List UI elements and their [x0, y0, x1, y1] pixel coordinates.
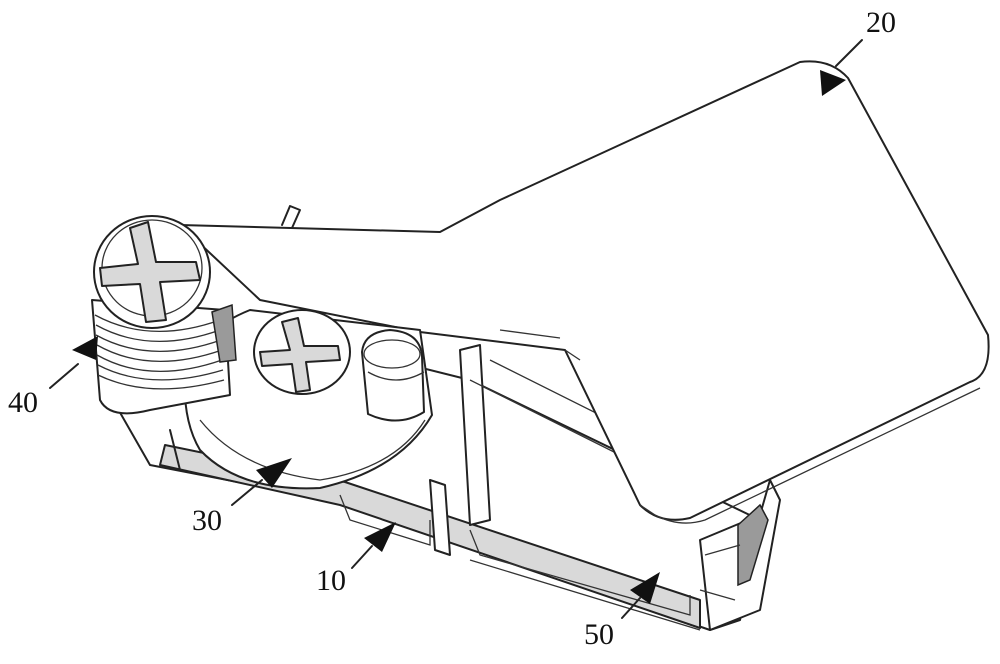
screw-head-middle — [253, 309, 351, 395]
label-20: 20 — [866, 6, 896, 39]
screw-head-left — [93, 205, 301, 329]
torsion-spring — [91, 299, 237, 415]
label-40: 40 — [8, 386, 38, 419]
label-50: 50 — [584, 618, 614, 651]
locating-pin — [361, 329, 425, 422]
label-10: 10 — [316, 564, 346, 597]
leader-arrows — [49, 39, 863, 619]
lever-plate — [179, 60, 990, 524]
label-30: 30 — [192, 504, 222, 537]
